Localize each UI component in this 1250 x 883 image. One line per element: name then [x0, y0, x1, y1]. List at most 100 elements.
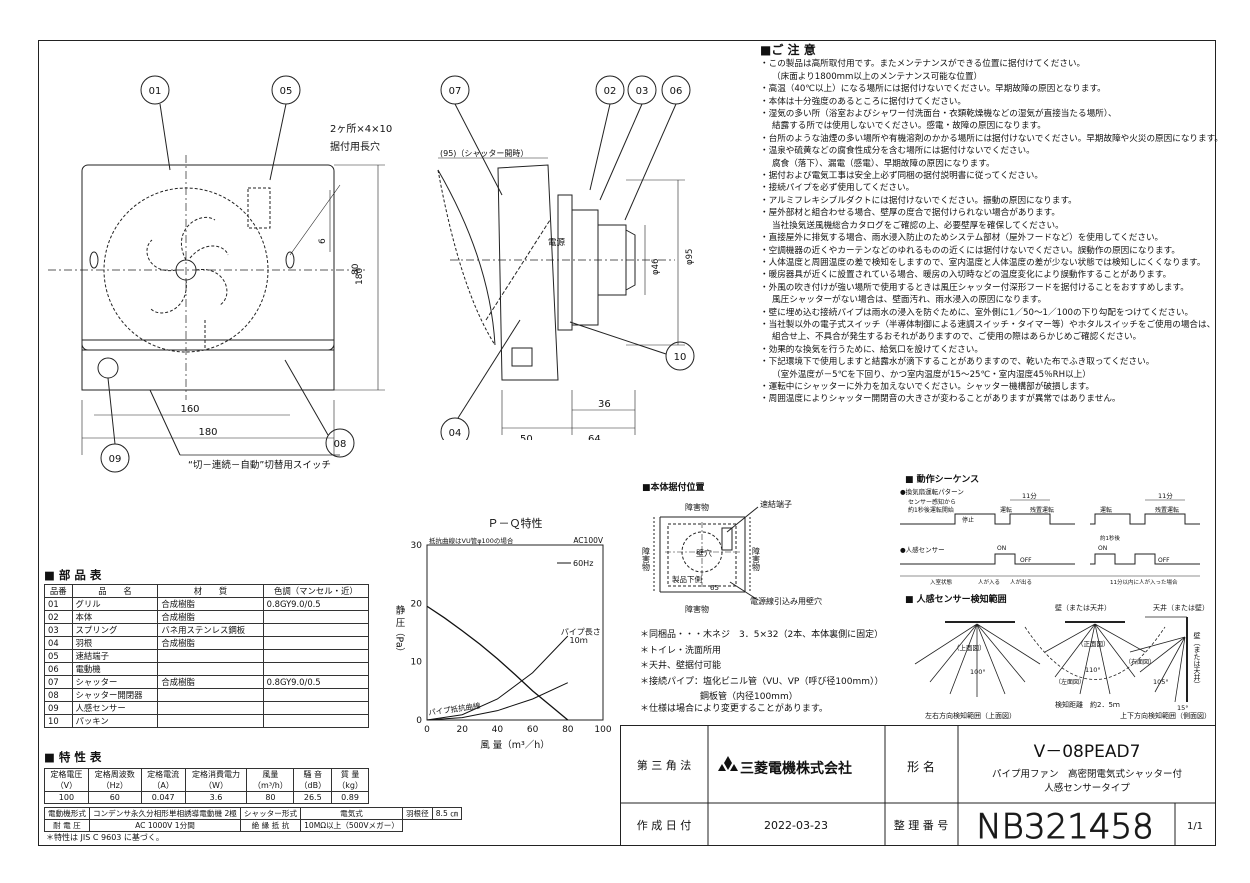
dim-6: 6 — [318, 238, 328, 244]
parts-cell: 04 — [44, 636, 73, 650]
sensor-wall-vertical: 壁（または天井） — [1193, 631, 1201, 688]
parts-cell — [262, 662, 370, 676]
parts-cell: 07 — [44, 675, 73, 689]
sensor-ceiling: 天井（または壁） — [1153, 603, 1209, 612]
caution-line: ・人体温度と周囲温度の差で検知をしますので、室内温度と人体温度の差が少ない状態で… — [760, 257, 1206, 268]
dim-80: 80 — [351, 263, 361, 275]
caution-line: ・本体は十分強度のあるところに据付けてください。 — [760, 96, 966, 107]
pq-ytick: 0 — [416, 716, 422, 726]
spec-extra-cell: 電気式 — [300, 807, 403, 820]
parts-cell: グリル — [71, 597, 159, 611]
spec-extra-cell: シャッター形式 — [239, 807, 302, 820]
dim-phi95: φ95 — [685, 249, 695, 265]
sensor-right-view: （右面図） — [1125, 658, 1155, 666]
seq-stop-1: 停止 — [962, 516, 974, 524]
parts-cell: パッキン — [71, 714, 159, 728]
terminal-label: 速結端子 — [760, 499, 792, 509]
cable-hole-label: 電源線引込み用壁穴 — [750, 596, 822, 606]
pq-xlabel: 風 量（m³／h） — [480, 739, 550, 751]
caution-line: 組合せ上、不具合が発生するおそれがありますので、ご使用の際はあらかじめご確認くだ… — [772, 332, 1142, 343]
seq-in1: 人が入る — [978, 578, 1000, 586]
switch-label: “切－連続－自動”切替用スイッチ — [188, 459, 331, 471]
parts-header-cell: 品 名 — [71, 584, 159, 598]
callout-09: 09 — [109, 454, 122, 465]
spec-value-cell: 100 — [44, 791, 89, 804]
page-number: 1/1 — [1187, 821, 1203, 832]
caution-lines: ・この製品は高所取付用です。またメンテナンスができる位置に据付けてください。（床… — [760, 58, 1223, 405]
seq-enter: 入室状態 — [930, 578, 953, 586]
callout-01: 01 — [149, 86, 162, 97]
pq-resistance-label: パイプ抵抗曲線 — [428, 700, 482, 717]
parts-cell — [262, 714, 370, 728]
caution-notes: ■ご 注 意 ・この製品は高所取付用です。またメンテナンスができる位置に据付けて… — [760, 44, 1223, 406]
caution-line: ・温泉や硫黄などの腐食性成分を含む場所には据付けないでください。 — [760, 146, 1035, 157]
spec-value-cell: 26.5 — [293, 791, 333, 804]
parts-cell — [262, 636, 370, 650]
model-number: V－08PEAD7 — [1034, 742, 1141, 762]
spec-value-cell: 0.89 — [331, 791, 369, 804]
caution-line: ・周囲温度によりシャッター開閉音の大きさが変わることがありますが異常ではありませ… — [760, 394, 1121, 405]
mount-note-3: ＊天井、壁据付可能 — [640, 661, 722, 671]
seq-about1s: 約1秒後 — [1100, 534, 1120, 542]
callout-05: 05 — [280, 86, 293, 97]
caution-line: 結露する所では使用しないでください。感電・故障の原因になります。 — [772, 121, 1046, 132]
pq-plot-frame — [426, 544, 604, 721]
caution-line: ・当社製以外の電子式スイッチ（半導体制御による速調スイッチ・タイマー等）やホタル… — [760, 319, 1216, 330]
caution-line: ・暖房器具が近くに設置されている場合、暖房の入切時などの温度変化により誤動作する… — [760, 270, 1172, 281]
seq-out1: 人が出る — [1010, 578, 1032, 586]
caution-line: ・湿気の多い所（浴室およびシャワー付洗面台・衣類乾燥機などの湿気が直接当たる場所… — [760, 109, 1117, 120]
spec-header-cell: 騒 音 （dB） — [293, 768, 333, 792]
caution-line: ・高温（40℃以上）になる場所には据付けないでください。早期故障の原因となります… — [760, 84, 1106, 95]
pq-xtick: 0 — [424, 725, 430, 735]
pq-resistance-curve — [426, 635, 569, 721]
power-label: 電源 — [548, 238, 566, 248]
seq-p2: 約1秒後運転開始 — [908, 506, 954, 514]
parts-cell: 03 — [44, 623, 73, 637]
parts-cell — [262, 610, 370, 624]
dim-160: 160 — [180, 404, 199, 415]
mount-note-6: ＊仕様は場合により変更することがあります。 — [640, 703, 828, 714]
pq-ylabel: 静 圧（Pa） — [394, 604, 406, 657]
pq-pipe-length-value: 10ｍ — [570, 636, 588, 645]
seq-off-1: OFF — [1020, 557, 1032, 564]
sensor-angle-110: 110° — [1085, 666, 1101, 674]
pq-title: Ｐ－Ｑ特性 — [488, 516, 543, 530]
product-bottom-label: 製品下側 — [672, 574, 702, 584]
pq-note: 抵抗曲線はVU管φ100の場合 — [429, 536, 514, 545]
dim-64: 64 — [588, 434, 601, 440]
parts-cell: 合成樹脂 — [157, 636, 264, 650]
caution-line: ・据付および電気工事は安全上必ず同梱の据付説明書に従ってください。 — [760, 171, 1043, 182]
model-desc-1: パイプ用ファン 高密閉電気式シャッター付 — [992, 768, 1183, 780]
callout-07: 07 — [449, 86, 462, 97]
date-label: 作 成 日 付 — [637, 819, 692, 832]
callout-06: 06 — [670, 86, 683, 97]
caution-line: ・運転中にシャッターに外力を加えないでください。シャッター機構部が破損します。 — [760, 381, 1095, 392]
shutter-open-dim: (95)（シャッター開時） — [440, 149, 528, 158]
mitsubishi-logo-icon — [718, 756, 738, 771]
seq-run-1: 運転 — [1000, 506, 1012, 514]
parts-cell: 羽根 — [71, 636, 159, 650]
spec-extra-cell: 10MΩ以上（500Vメガー） — [300, 819, 403, 832]
obstacle-top: 障害物 — [685, 502, 709, 512]
seq-p1: センサー感知から — [908, 498, 956, 506]
seq-11min-1: 11分 — [1022, 491, 1037, 500]
sensor-caption-ud: 上下方向検知範囲（側面図） — [1120, 711, 1211, 720]
obstacle-bottom: 障害物 — [685, 604, 709, 614]
caution-line: ・直接屋外に排気する場合、雨水浸入防止のためシステム部材（屋外フードなど）を使用… — [760, 233, 1164, 244]
callout-08: 08 — [334, 439, 347, 450]
parts-cell: 0.8GY9.0/0.5 — [262, 675, 370, 689]
ref-number: NB321458 — [976, 807, 1154, 846]
caution-line: ・下記環境下で使用しますと結露水が滴下することがありますので、乾いた布でふき取っ… — [760, 357, 1155, 368]
seq-sensor: ●人感センサー — [900, 545, 945, 554]
parts-cell: 08 — [44, 688, 73, 702]
spec-header-cell: 定格電流 （A） — [140, 768, 186, 792]
seq-cont-2: 残置運転 — [1155, 506, 1179, 514]
parts-cell: 合成樹脂 — [157, 610, 264, 624]
